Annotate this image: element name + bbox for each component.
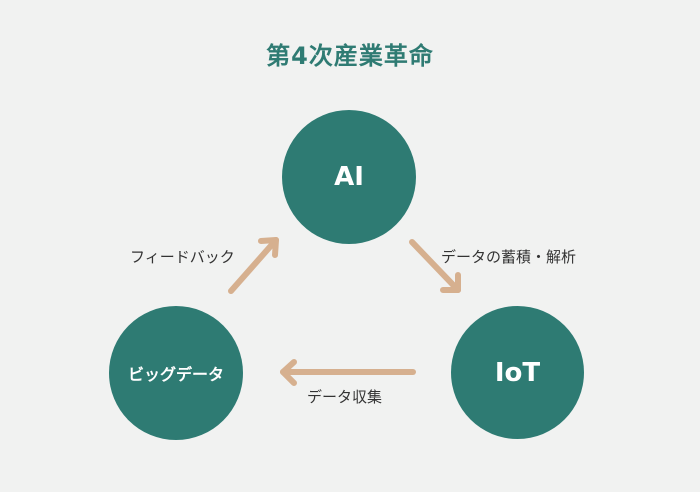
arrow-ai-to-iot — [409, 239, 461, 293]
node-iot: IoT — [451, 306, 584, 439]
arrow-iot-to-bigdata — [280, 359, 416, 386]
node-bigdata: ビッグデータ — [109, 306, 243, 440]
edge-label-collection: データ収集 — [307, 388, 383, 406]
node-ai-label: AI — [334, 162, 364, 192]
diagram-title: 第4次産業革命 — [266, 42, 434, 70]
arrow-bigdata-to-ai — [228, 237, 279, 294]
node-bigdata-label: ビッグデータ — [127, 365, 224, 384]
edge-label-feedback: フィードバック — [130, 248, 235, 266]
edge-label-analysis: データの蓄積・解析 — [441, 248, 577, 266]
node-ai: AI — [282, 110, 416, 244]
node-iot-label: IoT — [494, 357, 541, 388]
